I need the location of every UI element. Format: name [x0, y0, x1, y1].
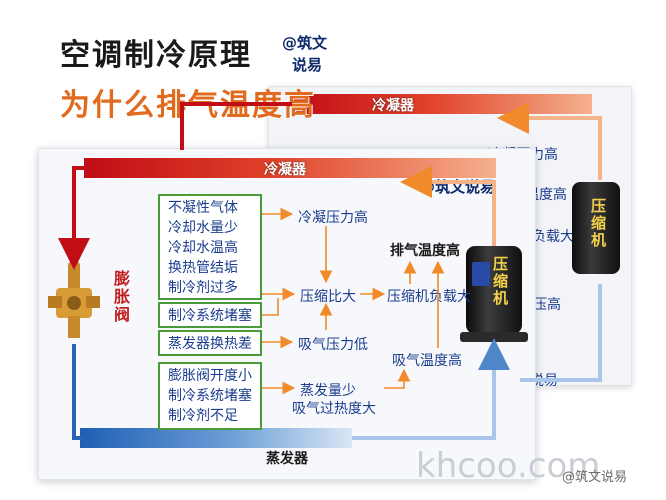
- cause-line: 制冷剂过多: [168, 280, 238, 296]
- node-evaporation-low: 蒸发量少: [300, 383, 356, 399]
- compressor-label: 压缩机: [491, 256, 509, 307]
- back-compressor-image: [572, 182, 620, 274]
- cause-line: 冷却水温高: [168, 240, 238, 256]
- expansion-valve-image: [46, 258, 102, 344]
- author-line-2: 说易: [292, 56, 323, 74]
- condenser-bar: [84, 158, 496, 178]
- node-compression-ratio: 压缩比大: [300, 289, 356, 305]
- cause-line: 冷却水量少: [168, 220, 238, 236]
- main-diagram-card: [38, 148, 536, 480]
- evaporator-bar: [80, 428, 352, 448]
- cause-line: 膨胀阀开度小: [168, 368, 252, 384]
- compressor-badge: [472, 262, 490, 286]
- back-pressure-text: 压高: [533, 297, 561, 313]
- evaporator-label: 蒸发器: [266, 451, 308, 467]
- condenser-label: 冷凝器: [264, 162, 306, 178]
- cause-box-blockage: 制冷系统堵塞: [158, 302, 262, 328]
- node-suction-temp: 吸气温度高: [392, 353, 462, 369]
- node-superheat: 吸气过热度大: [292, 401, 376, 417]
- watermark: khcoo.com: [416, 446, 601, 486]
- author-line-1: @筑文: [282, 34, 328, 52]
- back-compressor-label: 压缩机: [589, 198, 607, 249]
- node-discharge-temp: 排气温度高: [390, 243, 460, 259]
- node-condensing-pressure: 冷凝压力高: [298, 210, 368, 226]
- node-compressor-load: 压缩机负载大: [387, 289, 471, 305]
- cause-box-refrigerant: 膨胀阀开度小 制冷系统堵塞 制冷剂不足: [158, 362, 262, 430]
- cause-line: 换热管结垢: [168, 260, 238, 276]
- back-condenser-label: 冷凝器: [372, 98, 414, 114]
- corner-author-tag: @筑文说易: [562, 470, 628, 485]
- cause-line: 不凝性气体: [168, 200, 238, 216]
- cause-line: 蒸发器换热差: [168, 336, 252, 352]
- cause-line: 制冷系统堵塞: [168, 388, 252, 404]
- cause-line: 制冷系统堵塞: [168, 308, 252, 324]
- compressor-image: [466, 246, 522, 334]
- cause-box-condensing: 不凝性气体 冷却水量少 冷却水温高 换热管结垢 制冷剂过多: [158, 194, 262, 300]
- cause-box-evaporator: 蒸发器换热差: [158, 330, 262, 356]
- compressor-base: [460, 332, 528, 342]
- cause-line: 制冷剂不足: [168, 408, 238, 424]
- page-title: 空调制冷原理: [60, 38, 252, 73]
- expansion-valve-label: 膨胀阀: [111, 270, 130, 324]
- node-suction-pressure: 吸气压力低: [298, 337, 368, 353]
